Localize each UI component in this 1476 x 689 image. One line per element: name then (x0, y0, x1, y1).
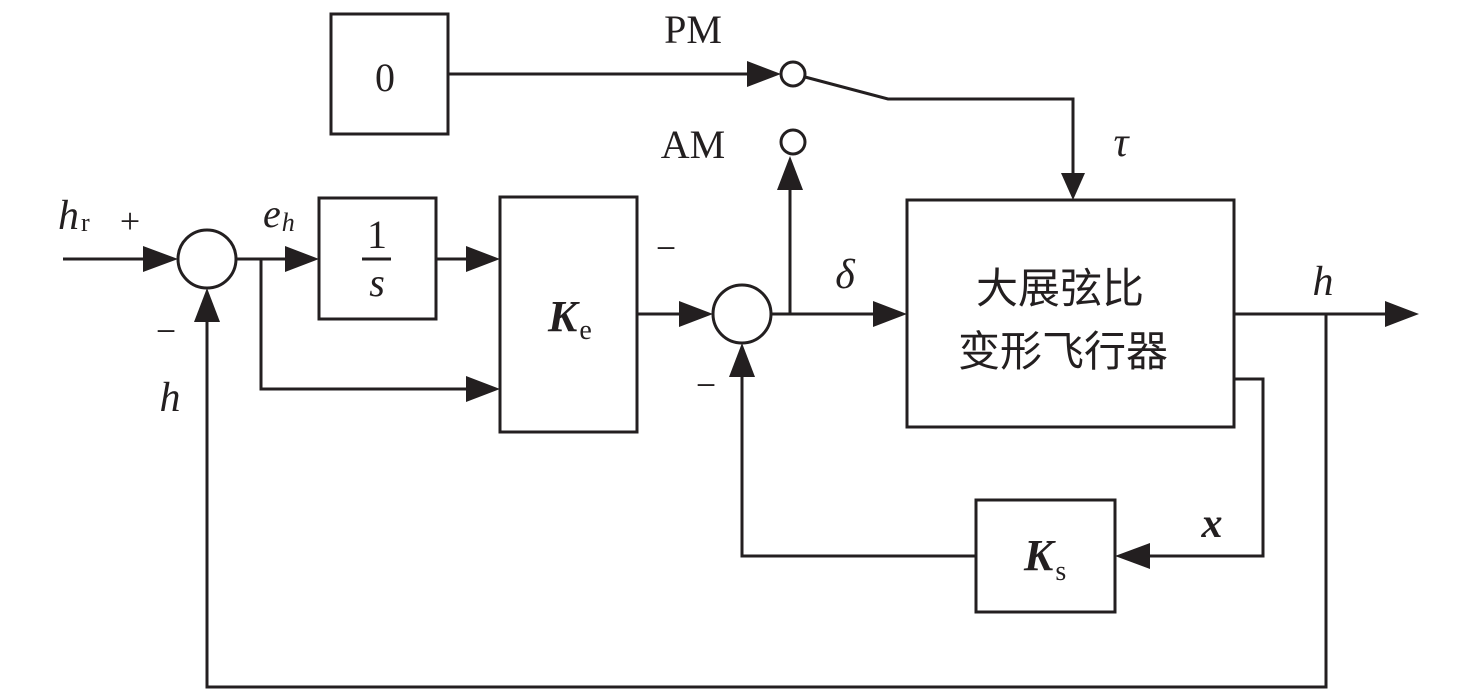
ke-upper-arrowhead (466, 246, 500, 272)
sum2-minus-sign-bottom: − (696, 365, 716, 405)
feedback-h-label: h (160, 375, 181, 421)
integrator-denominator: s (369, 260, 385, 305)
ke-lower-arrowhead (466, 376, 500, 402)
height-feedback-line (205, 310, 1328, 689)
pm-label: PM (664, 7, 722, 52)
error-arrowhead (285, 246, 319, 272)
output-arrowhead (1385, 301, 1419, 327)
am-label: AM (661, 122, 725, 167)
am-arrowhead (777, 156, 803, 190)
reference-arrowhead (143, 246, 178, 272)
delta-arrowhead (873, 301, 907, 327)
sum2-feedback-arrowhead (729, 343, 755, 377)
summing-junction-2 (711, 283, 773, 345)
sum1-minus-sign: − (156, 311, 176, 351)
sum2-input-arrowhead (679, 301, 713, 327)
ks-input-arrowhead (1115, 543, 1150, 569)
ke-gain-block (498, 195, 639, 434)
zero-to-pm-arrowhead (747, 61, 781, 87)
zero-block (329, 12, 450, 136)
switch-lever (804, 75, 1075, 175)
reference-label: hr (58, 193, 90, 239)
summing-junction-1 (176, 228, 238, 290)
zero-block-label: 0 (375, 55, 395, 100)
sum1-plus-sign: + (120, 201, 140, 241)
integrator-numerator: 1 (367, 212, 387, 257)
plant-label-line1: 大展弦比 (976, 264, 1144, 313)
switch-am-terminal (779, 128, 807, 156)
sum1-feedback-arrowhead (194, 288, 220, 322)
error-label: eh (263, 191, 295, 237)
plant-block (905, 198, 1236, 429)
plant-label-line2: 变形飞行器 (958, 327, 1168, 376)
ks-feedback-line (740, 365, 976, 558)
state-line (1138, 377, 1265, 558)
switch-pm-terminal (779, 60, 807, 88)
error-branch-line (259, 259, 478, 391)
output-h-label: h (1313, 259, 1334, 305)
ks-gain-label: Ks (1023, 531, 1066, 587)
sum2-minus-sign-top: − (656, 228, 676, 268)
ke-gain-label: Ke (547, 292, 592, 346)
state-x-label: x (1201, 501, 1223, 547)
tau-arrowhead (1061, 173, 1085, 200)
tau-label: τ (1113, 120, 1130, 166)
delta-label: δ (835, 252, 856, 298)
